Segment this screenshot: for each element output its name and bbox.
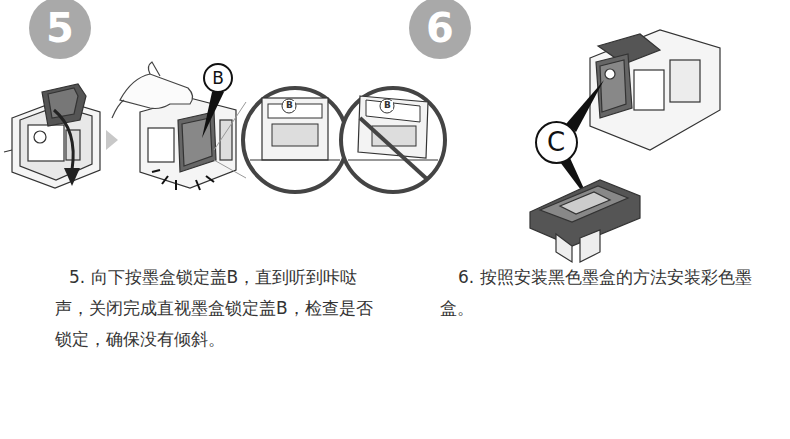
step-number: 5 [29,0,91,59]
cover-letter: B [382,101,393,110]
ink-cartridge [530,180,640,262]
node-text: 5 [46,8,74,48]
step-caption: 5. 向下按墨盒锁定盖B，直到听到咔哒声，关闭完成直视墨盒锁定盖B，检查是否锁定… [55,262,377,355]
cover-letter: B [284,101,295,110]
holder-left [4,84,100,188]
zoom-correct [243,88,347,192]
holder-6 [590,30,720,150]
hand [120,74,193,109]
callout-letter: C [535,121,578,164]
holder-middle [140,98,236,188]
node-text: 6 [426,8,454,48]
zoom-wrong [341,88,445,192]
step-number: 6 [409,0,471,59]
node-text: B [212,70,224,87]
callout-letter: B [203,63,233,93]
step-caption: 6. 按照安装黑色墨盒的方法安装彩色墨盒。 [440,262,762,324]
node-text: C [547,129,565,155]
